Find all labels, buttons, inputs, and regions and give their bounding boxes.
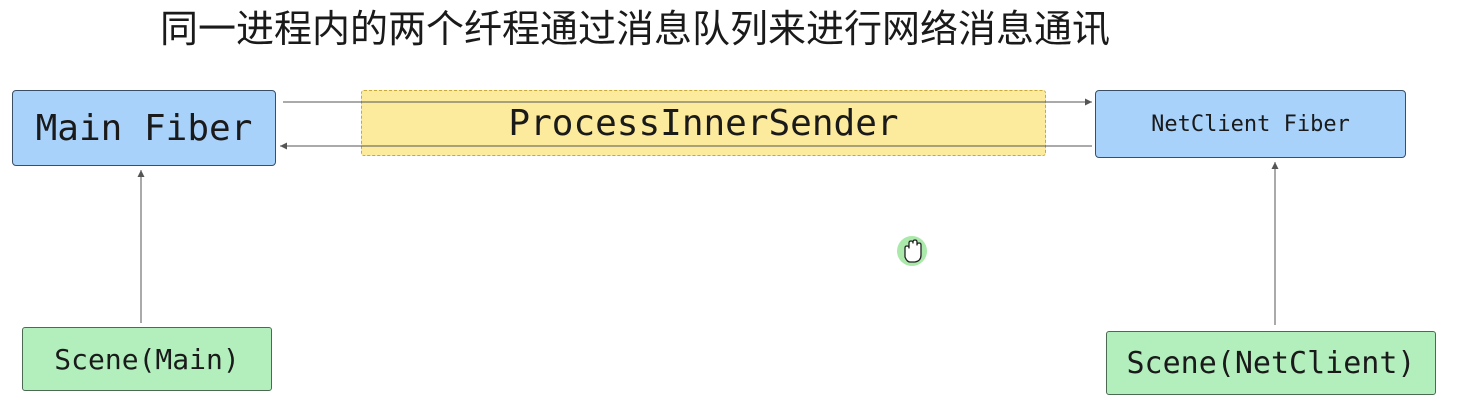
scene-netclient-box: Scene(NetClient): [1106, 331, 1436, 395]
main-fiber-label: Main Fiber: [35, 107, 253, 149]
netclient-fiber-box: NetClient Fiber: [1095, 90, 1406, 158]
diagram-title: 同一进程内的两个纤程通过消息队列来进行网络消息通讯: [160, 7, 1111, 51]
scene-main-box: Scene(Main): [22, 327, 272, 391]
scene-main-label: Scene(Main): [54, 342, 240, 376]
scene-netclient-label: Scene(NetClient): [1126, 345, 1416, 381]
main-fiber-box: Main Fiber: [12, 90, 276, 166]
process-inner-sender-label: ProcessInnerSender: [508, 102, 899, 144]
netclient-fiber-label: NetClient Fiber: [1151, 111, 1350, 137]
hand-cursor-icon: [897, 236, 927, 266]
process-inner-sender-box: ProcessInnerSender: [361, 90, 1046, 156]
